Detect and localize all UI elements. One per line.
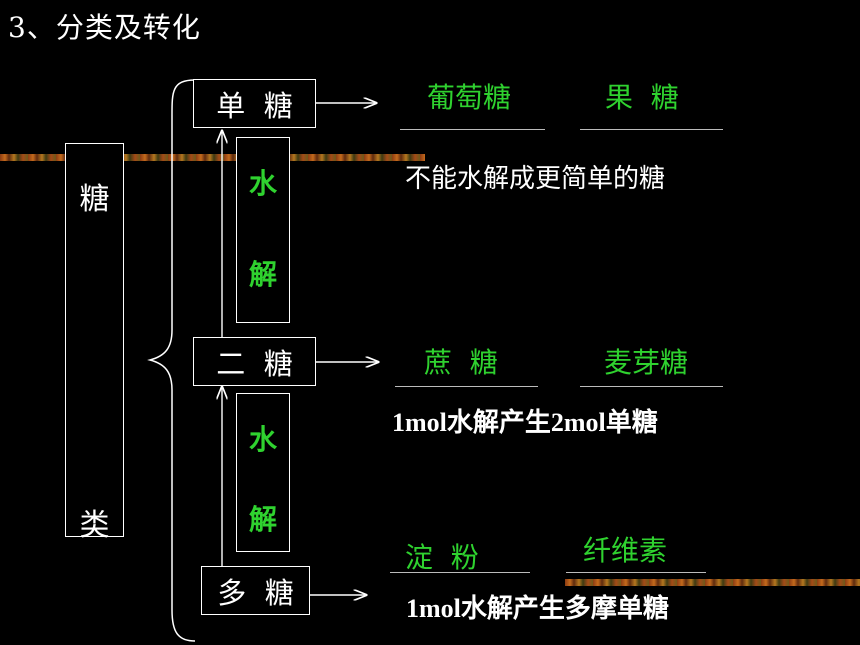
example-maltose: 麦芽糖 (604, 346, 689, 379)
polysaccharide-label: 多 糖 (217, 575, 294, 610)
category-char-bottom: 类 (79, 508, 110, 543)
disaccharide-box: 二 糖 (193, 337, 316, 386)
page-title: 3、分类及转化 (8, 11, 201, 44)
example-starch: 淀 粉 (405, 541, 479, 574)
disaccharide-description: 1mol水解产生2mol单糖 (392, 408, 658, 437)
example-glucose: 葡萄糖 (427, 81, 512, 114)
polysaccharide-description: 1mol水解产生多摩单糖 (406, 594, 669, 623)
hydrolysis-box-lower: 水 解 (236, 393, 290, 552)
example-cellulose: 纤维素 (583, 534, 668, 567)
polysaccharide-box: 多 糖 (201, 566, 310, 615)
hydrolysis-char: 解 (248, 258, 277, 291)
hydrolysis-char: 水 (248, 423, 277, 456)
answer-line (580, 386, 723, 387)
monosaccharide-description: 不能水解成更简单的糖 (405, 164, 666, 193)
classification-brace (147, 79, 196, 642)
answer-line (390, 572, 530, 573)
answer-line (400, 129, 545, 130)
answer-line (566, 572, 706, 573)
decorative-stripe-top (0, 154, 425, 161)
monosaccharide-label: 单 糖 (216, 88, 293, 123)
answer-line (395, 386, 538, 387)
example-fructose: 果 糖 (605, 81, 679, 114)
category-char-top: 糖 (79, 182, 110, 217)
hydrolysis-box-upper: 水 解 (236, 137, 290, 323)
decorative-stripe-bottom (565, 579, 860, 586)
hydrolysis-char: 解 (248, 503, 277, 536)
answer-line (580, 129, 723, 130)
hydrolysis-char: 水 (248, 167, 277, 200)
saccharide-category-box: 糖 类 (65, 143, 124, 543)
monosaccharide-box: 单 糖 (193, 79, 316, 128)
disaccharide-label: 二 糖 (216, 346, 293, 381)
example-sucrose: 蔗 糖 (424, 346, 498, 379)
